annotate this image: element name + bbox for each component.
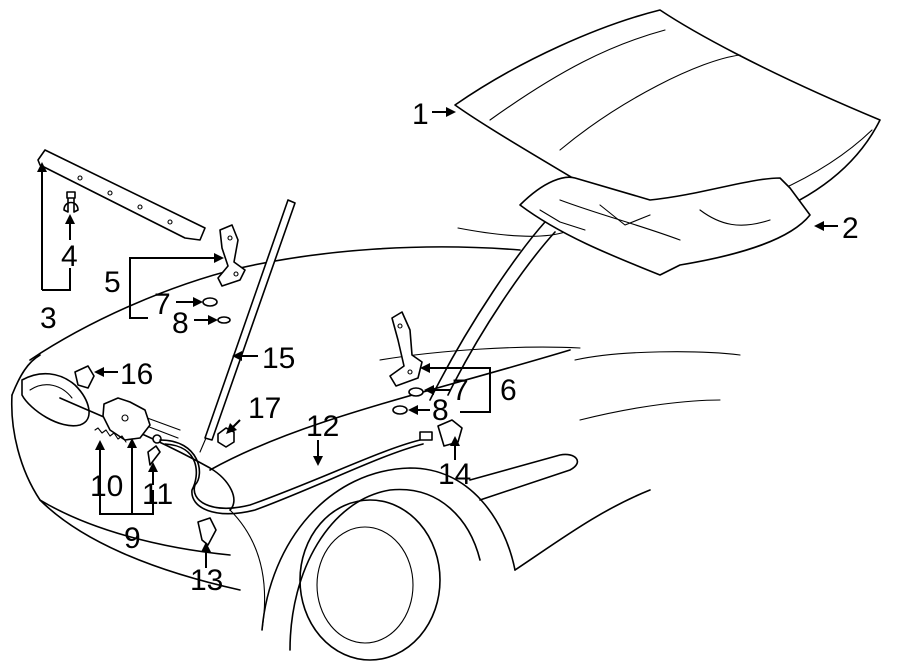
callout-8-left: 8: [172, 307, 189, 340]
left-hood-hinge: [202, 224, 246, 324]
callout-8-right: 8: [432, 394, 449, 427]
callout-9: 9: [124, 522, 141, 555]
callout-10: 10: [90, 470, 123, 503]
callout-11: 11: [142, 478, 173, 511]
hood-seal-strip: [37, 149, 206, 241]
callout-7-right: 7: [452, 374, 469, 407]
callout-labels: 1 2 3 4 5 7 8 6 7 8 9 10 11 12 13 14 15 …: [40, 98, 859, 597]
callout-7-left: 7: [154, 288, 171, 321]
callout-5: 5: [104, 266, 121, 299]
hood-support-rod: [199, 199, 296, 453]
release-handle: [197, 517, 217, 546]
callout-16: 16: [120, 358, 153, 391]
right-hood-hinge: [389, 311, 424, 415]
vehicle-body-outline: [10, 221, 741, 661]
callout-4: 4: [61, 240, 78, 273]
seal-clip: [63, 191, 79, 213]
callout-6: 6: [500, 374, 517, 407]
hood-latch: [94, 397, 162, 466]
callout-2: 2: [842, 212, 859, 245]
hood-insulator: [519, 176, 811, 276]
hood-release-cable: [159, 431, 433, 515]
callout-14: 14: [438, 458, 471, 491]
callout-12: 12: [306, 410, 339, 443]
callout-15: 15: [262, 342, 295, 375]
callout-13: 13: [190, 564, 223, 597]
hood-bumper: [74, 365, 95, 389]
callout-17: 17: [248, 392, 281, 425]
callout-leaders: [37, 107, 838, 568]
hood-nut: [217, 427, 235, 448]
callout-3: 3: [40, 302, 57, 335]
callout-1: 1: [412, 98, 429, 131]
